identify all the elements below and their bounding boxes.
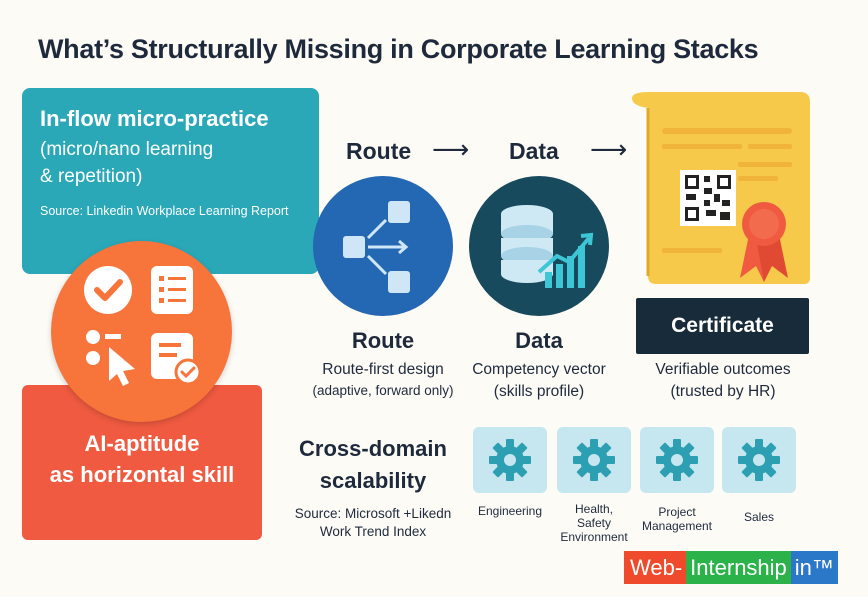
cross-domain-source: Source: Microsoft +Likedn Work Trend Ind… bbox=[280, 505, 466, 541]
certificate-desc: Verifiable outcomes bbox=[655, 361, 791, 378]
cross-domain-source-line1: Source: Microsoft +Likedn bbox=[294, 506, 452, 521]
certificate-illustration bbox=[628, 88, 813, 288]
domain-label-sales: Sales bbox=[722, 510, 796, 524]
ai-aptitude-line2: as horizontal skill bbox=[49, 462, 235, 487]
ai-aptitude-text: AI-aptitude as horizontal skill bbox=[22, 428, 262, 490]
ai-aptitude-line1: AI-aptitude bbox=[84, 431, 200, 456]
cross-domain-source-line2: Work Trend Index bbox=[319, 524, 427, 539]
domain-label-project: Project Management bbox=[632, 505, 722, 533]
domain-label-line: Management bbox=[641, 519, 713, 533]
gear-icon bbox=[489, 439, 531, 481]
gear-tile-sales bbox=[722, 427, 796, 493]
flow-label-route: Route bbox=[346, 138, 412, 164]
arrow-right-icon: ⟶ bbox=[590, 134, 628, 164]
route-title: Route bbox=[351, 328, 415, 353]
gear-icon bbox=[738, 439, 780, 481]
qr-code-icon bbox=[680, 170, 736, 226]
cross-domain-line2: scalability bbox=[319, 468, 427, 493]
domain-label-engineering: Engineering bbox=[468, 504, 552, 518]
cross-domain-title: Cross-domain scalability bbox=[278, 433, 468, 497]
document-check-icon bbox=[151, 333, 202, 386]
route-circle bbox=[313, 176, 453, 316]
arrow-right-icon: ⟶ bbox=[432, 134, 470, 164]
data-desc: Competency vector bbox=[472, 361, 606, 378]
data-circle bbox=[469, 176, 609, 316]
certificate-banner: Certificate bbox=[636, 298, 809, 354]
cursor-icon bbox=[86, 330, 135, 386]
database-chart-icon bbox=[501, 205, 594, 288]
logo-part-internship: Internship bbox=[686, 551, 791, 584]
award-seal-icon bbox=[740, 202, 788, 282]
gear-icon bbox=[573, 439, 615, 481]
data-note: (skills profile) bbox=[493, 383, 585, 400]
micro-practice-card: In-flow micro-practice (micro/nano learn… bbox=[22, 88, 319, 274]
gear-tile-engineering bbox=[473, 427, 547, 493]
gear-icon bbox=[656, 439, 698, 481]
micro-practice-source: Source: Linkedin Workplace Learning Repo… bbox=[40, 204, 289, 218]
domain-label-line: Project bbox=[658, 505, 696, 519]
data-title: Data bbox=[515, 328, 563, 353]
domain-label-line: Safety bbox=[576, 516, 612, 530]
cross-domain-line1: Cross-domain bbox=[299, 436, 447, 461]
gear-tile-hse bbox=[557, 427, 631, 493]
micro-practice-line2: & repetition) bbox=[40, 166, 143, 187]
domain-label-line: Engineering bbox=[477, 504, 543, 518]
certificate-note: (trusted by HR) bbox=[670, 383, 776, 400]
domain-label-line: Environment bbox=[560, 530, 628, 544]
route-desc: Route-first design bbox=[322, 361, 444, 378]
practice-icons-circle bbox=[51, 241, 232, 422]
domain-label-hse: Health, Safety Environment bbox=[550, 502, 638, 544]
web-internship-logo: Web- Internship in™ bbox=[624, 551, 838, 584]
domain-label-line: Sales bbox=[743, 510, 775, 524]
flow-label-data: Data bbox=[509, 138, 559, 164]
route-diagram-icon bbox=[343, 201, 410, 293]
page-title: What’s Structurally Missing in Corporate… bbox=[38, 34, 759, 64]
micro-practice-line1: (micro/nano learning bbox=[40, 139, 214, 160]
gear-tile-project bbox=[640, 427, 714, 493]
domain-label-line: Health, bbox=[574, 502, 614, 516]
checkmark-icon bbox=[84, 266, 132, 314]
logo-part-in: in™ bbox=[790, 551, 838, 584]
logo-part-web: Web- bbox=[624, 551, 687, 584]
micro-practice-heading: In-flow micro-practice bbox=[40, 106, 269, 131]
route-note: (adaptive, forward only) bbox=[312, 383, 454, 398]
checklist-icon bbox=[151, 266, 193, 314]
